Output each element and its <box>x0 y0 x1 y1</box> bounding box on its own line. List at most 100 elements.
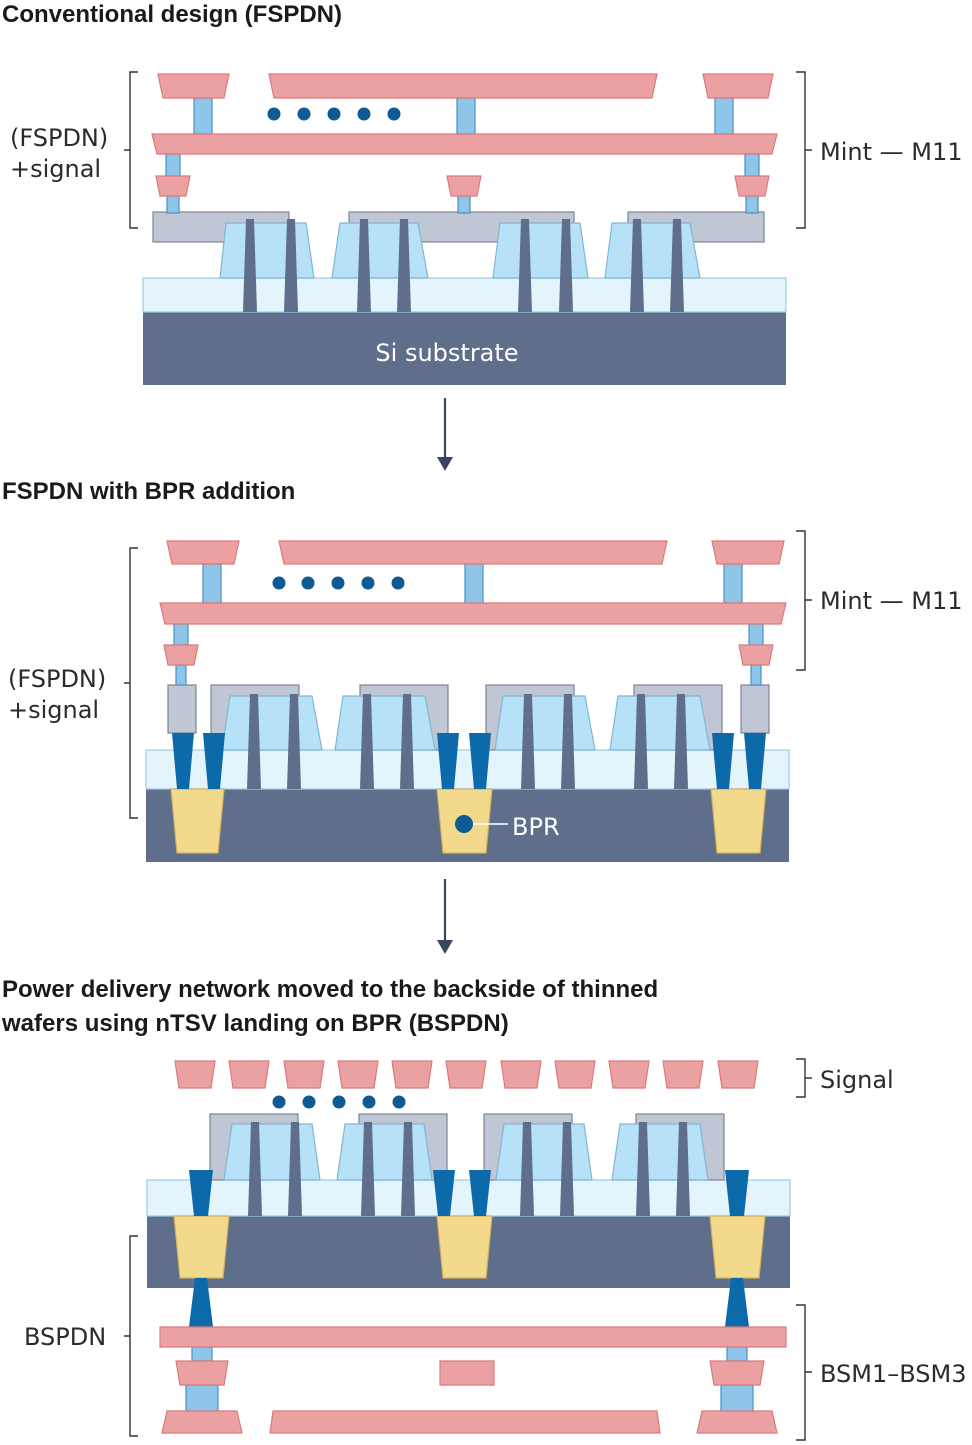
backside-via <box>191 1346 213 1362</box>
fin <box>604 222 701 279</box>
signal-line <box>445 1060 487 1089</box>
dot <box>387 107 401 121</box>
metal-line <box>446 175 482 197</box>
fin-post <box>397 219 411 312</box>
via <box>175 664 187 686</box>
fin <box>336 1123 433 1181</box>
right-label: Mint — M11 <box>820 138 963 166</box>
via <box>202 563 222 604</box>
left-label-line-1: (FSPDN) <box>10 124 108 152</box>
section-1-diagram: Si substrate (FSPDN) +signal Mint — M11 <box>10 71 963 385</box>
fin <box>219 222 315 279</box>
fin <box>492 222 589 279</box>
sti-layer <box>142 277 787 313</box>
via <box>193 97 213 135</box>
section-3-title-line-1: Power delivery network moved to the back… <box>2 976 658 1003</box>
backside-via <box>726 1346 748 1362</box>
backside-metal <box>159 1326 787 1348</box>
via-to-rail <box>172 733 194 789</box>
sti-layer <box>146 1179 791 1217</box>
fin-post <box>287 694 301 789</box>
signal-line <box>608 1060 650 1089</box>
sti-layer <box>145 749 790 790</box>
via-to-rail <box>469 1170 491 1216</box>
buried-power-rail <box>709 1215 766 1279</box>
via <box>745 195 759 214</box>
dot <box>332 1095 346 1109</box>
signal-bracket <box>796 1058 812 1098</box>
left-bracket <box>124 71 138 229</box>
section-1-title: Conventional design (FSPDN) <box>2 1 342 28</box>
metal-line <box>268 73 658 99</box>
fin-post <box>630 219 644 312</box>
dot <box>302 1095 316 1109</box>
dot <box>297 107 311 121</box>
fin-post <box>559 219 573 312</box>
fin <box>334 695 436 751</box>
dot <box>391 576 405 590</box>
dot <box>361 576 375 590</box>
left-label: BSPDN <box>24 1323 106 1351</box>
via <box>748 623 764 646</box>
fin-post <box>284 219 298 312</box>
backside-metal <box>439 1360 495 1386</box>
left-bracket <box>124 1235 138 1437</box>
bpr-label: BPR <box>512 813 560 841</box>
via-to-rail <box>203 733 225 789</box>
left-label-line-2: +signal <box>8 696 99 724</box>
signal-line <box>500 1060 542 1089</box>
metal-line <box>163 644 199 666</box>
via-to-rail <box>725 1170 749 1216</box>
metal-line <box>278 540 668 565</box>
signal-label: Signal <box>820 1066 894 1094</box>
signal-line <box>662 1060 704 1089</box>
ntsv <box>725 1278 749 1327</box>
fin <box>611 1123 709 1181</box>
metal-line <box>711 540 785 565</box>
fin-post <box>520 1122 534 1216</box>
fin <box>223 1123 321 1181</box>
fin-post <box>521 694 535 789</box>
left-label-line-1: (FSPDN) <box>8 665 106 693</box>
backside-metal <box>696 1410 778 1434</box>
via-to-rail <box>189 1170 213 1216</box>
dot <box>272 576 286 590</box>
via-to-rail <box>469 733 491 789</box>
signal-lines <box>174 1060 759 1089</box>
fin-post <box>518 219 532 312</box>
dot <box>392 1095 406 1109</box>
section-3-title-line-2: wafers using nTSV landing on BPR (BSPDN) <box>1 1010 509 1037</box>
fin-post <box>248 1122 262 1216</box>
right-label: BSM1–BSM3 <box>820 1360 967 1388</box>
via <box>714 97 734 135</box>
via-to-rail <box>433 1170 455 1216</box>
metal-line <box>702 73 774 99</box>
backside-via <box>720 1384 754 1412</box>
fin-post <box>361 1122 375 1216</box>
via <box>723 563 743 604</box>
signal-line <box>174 1060 216 1089</box>
metal-line <box>159 602 787 625</box>
dot <box>272 1095 286 1109</box>
section-2-diagram: BPR (FSPDN) +signal Mint — M11 <box>8 530 963 862</box>
contact-block <box>740 684 770 734</box>
fin <box>495 1123 593 1181</box>
fin-post <box>634 694 648 789</box>
buried-power-rail <box>436 1215 493 1279</box>
metal-line <box>157 73 230 99</box>
dot <box>331 576 345 590</box>
fin <box>494 695 596 751</box>
left-label-line-2: +signal <box>10 155 101 183</box>
fin-post <box>243 219 257 312</box>
dot <box>327 107 341 121</box>
bpr-callout-dot <box>455 815 473 833</box>
ellipsis-dots <box>272 1095 406 1109</box>
buried-power-rail <box>173 1215 230 1279</box>
via <box>457 195 471 214</box>
metal-line <box>734 175 770 197</box>
via-to-rail <box>437 733 459 789</box>
backside-metal <box>709 1360 765 1386</box>
metal-line <box>151 133 778 155</box>
buried-power-rail <box>710 788 767 854</box>
section-3-diagram: Signal BSPDN BSM1–BSM3 <box>24 1058 967 1441</box>
